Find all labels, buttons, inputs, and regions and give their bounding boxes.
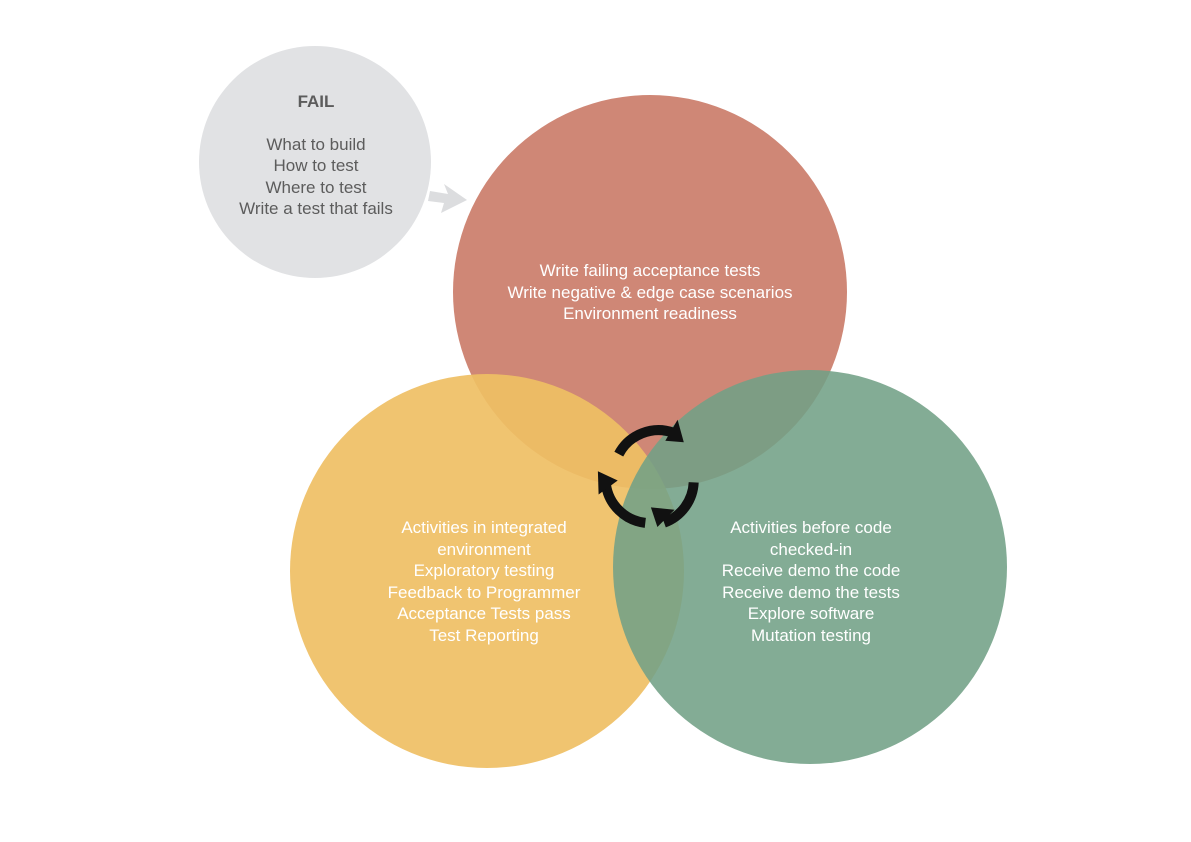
green-line: checked-in [769,539,853,559]
yellow-circle [290,374,684,768]
cycle-arrowheads [597,419,684,527]
red-line: Environment readiness [563,304,737,324]
green-line: Mutation testing [750,625,871,645]
green-line: Receive demo the code [721,561,901,581]
fail-title: FAIL [297,92,335,111]
yellow-line: Feedback to Programmer [387,582,581,602]
yellow-line: Activities in integrated [401,518,567,537]
green-line: Activities before code [730,518,892,537]
fail-circle [199,46,431,278]
yellow-line: environment [437,539,531,559]
green-line: Explore software [747,604,875,624]
yellow-line: Acceptance Tests pass [397,604,571,624]
yellow-line: Exploratory testing [413,561,555,581]
fail-line: How to test [273,156,359,176]
yellow-line: Test Reporting [429,625,539,645]
red-text-block: Write failing acceptance tests Write neg… [452,260,848,325]
green-line: Receive demo the tests [722,582,900,602]
yellow-text-block: Activities in integrated environment Exp… [330,517,638,647]
red-line: Write failing acceptance tests [539,261,761,280]
fail-line: What to build [266,134,366,154]
cycle-arrows-icon [600,425,699,528]
arrow-right-icon [428,184,467,213]
green-circle [613,370,1007,764]
fail-line: Where to test [265,177,367,197]
fail-text-block: FAIL What to build How to test Where to … [200,91,432,220]
fail-line: Write a test that fails [239,199,393,219]
green-text-block: Activities before code checked-in Receiv… [660,517,962,647]
red-line: Write negative & edge case scenarios [507,282,793,302]
